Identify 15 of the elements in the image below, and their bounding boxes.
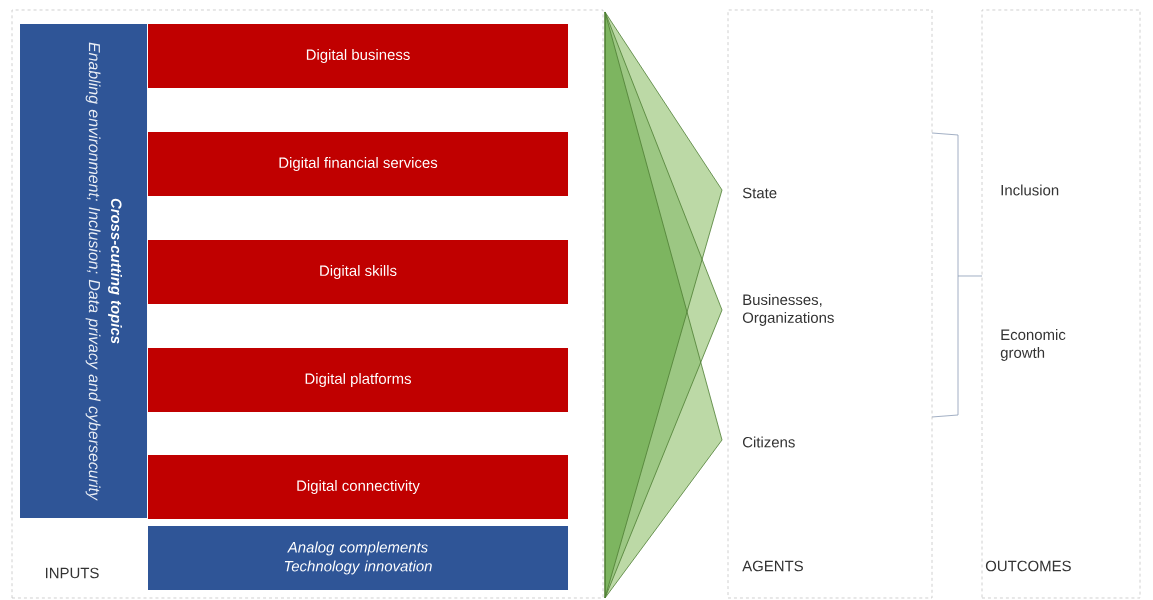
pillar-box: Digital platforms [148, 348, 568, 412]
column-heading: OUTCOMES [985, 560, 1071, 572]
outcome-label: Economic growth [1000, 329, 1066, 361]
agent-label: Businesses, Organizations [742, 294, 834, 326]
column-heading: AGENTS [742, 560, 803, 572]
base-box: Analog complements Technology innovation [148, 526, 568, 590]
outcome-label: Inclusion [1001, 184, 1059, 196]
pillar-box: Digital financial services [148, 132, 568, 196]
agent-label: State [742, 187, 777, 199]
pillar-box: Digital skills [148, 240, 568, 304]
vertical-bar: Cross-cutting topics Enabling environment; Inclusion; Data privacy and cybersecurity [20, 24, 147, 518]
pillar-box: Digital business [148, 24, 568, 88]
pillar-box: Digital connectivity [148, 455, 568, 519]
column-heading: INPUTS [46, 567, 99, 579]
agent-label: Citizens [742, 436, 795, 448]
